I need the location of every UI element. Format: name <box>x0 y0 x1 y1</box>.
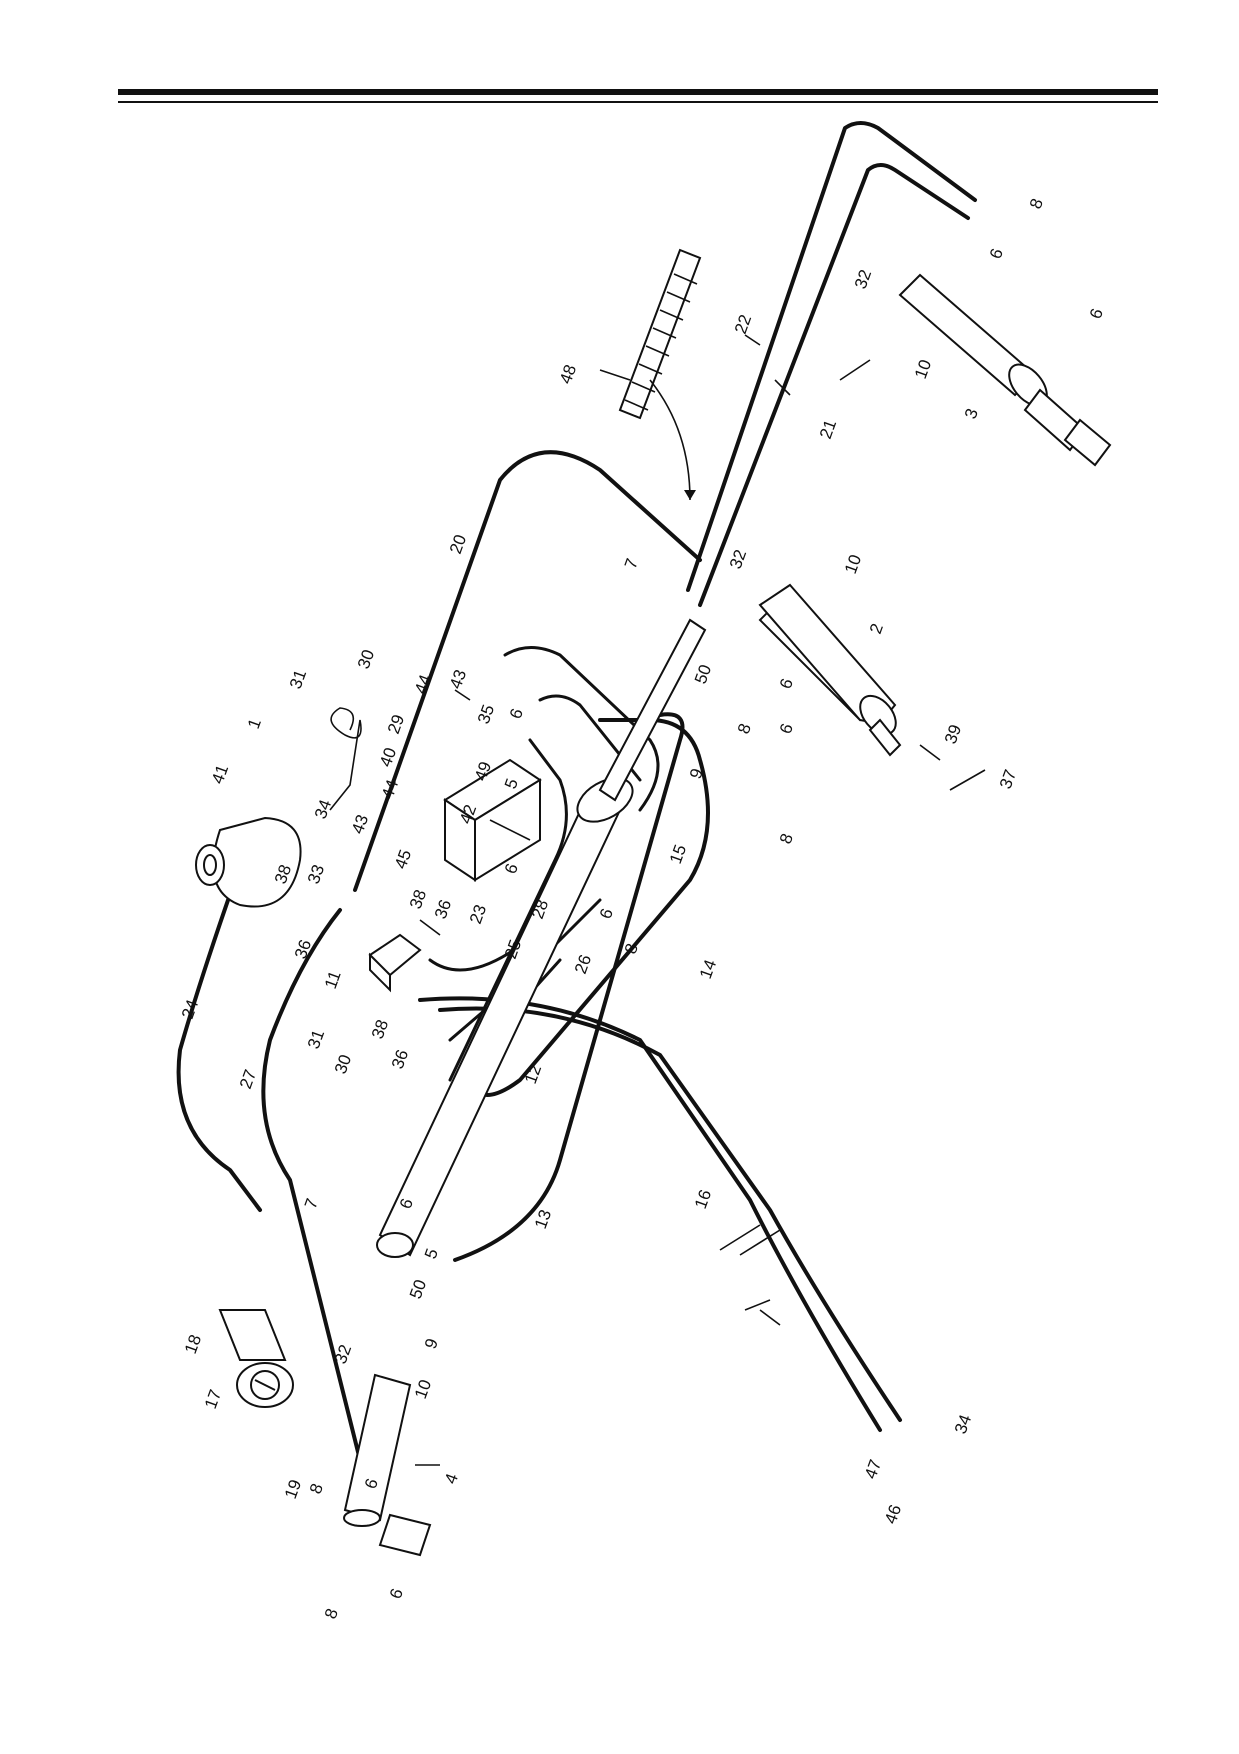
leader-lines <box>415 334 986 1466</box>
callout-39: 39 <box>941 722 965 746</box>
callout-6: 6 <box>776 721 797 736</box>
callout-6: 6 <box>506 706 527 721</box>
callout-43: 43 <box>348 812 372 836</box>
central-tube <box>376 618 707 1258</box>
callout-45: 45 <box>391 847 415 871</box>
callout-10: 10 <box>841 552 865 576</box>
callout-10: 10 <box>911 357 935 381</box>
callout-40: 40 <box>376 745 400 769</box>
callout-8: 8 <box>734 721 755 736</box>
callout-29: 29 <box>384 712 408 736</box>
hose-21-22 <box>686 121 977 607</box>
callout-23: 23 <box>466 902 490 926</box>
callout-6: 6 <box>986 246 1007 261</box>
callout-41: 41 <box>208 762 232 786</box>
callout-7: 7 <box>301 1196 322 1211</box>
tube-1 <box>329 707 362 811</box>
callout-50: 50 <box>406 1277 430 1301</box>
hose-20 <box>353 450 702 892</box>
callout-14: 14 <box>696 957 720 981</box>
header-rule <box>118 89 1158 103</box>
hose-12-15 <box>448 646 660 1082</box>
callout-31: 31 <box>286 667 310 691</box>
callout-6: 6 <box>1086 306 1107 321</box>
callout-46: 46 <box>881 1502 905 1526</box>
callout-27: 27 <box>236 1067 260 1091</box>
callout-2: 2 <box>866 621 887 636</box>
callout-16: 16 <box>691 1187 715 1211</box>
spiral-guard-48 <box>618 248 702 501</box>
callout-7: 7 <box>621 556 642 571</box>
callout-19: 19 <box>281 1477 305 1501</box>
callout-34: 34 <box>311 797 335 821</box>
callout-44: 44 <box>378 777 402 801</box>
callout-6: 6 <box>386 1586 407 1601</box>
hose-27 <box>261 908 362 1462</box>
accumulator-41 <box>195 816 302 908</box>
callout-6: 6 <box>501 861 522 876</box>
callout-26: 26 <box>571 952 595 976</box>
callout-11: 11 <box>321 968 345 991</box>
callout-5: 5 <box>421 1246 442 1261</box>
callout-9: 9 <box>421 1336 442 1351</box>
callout-15: 15 <box>666 842 690 866</box>
callout-8: 8 <box>776 831 797 846</box>
callout-22: 22 <box>731 312 755 336</box>
cylinder-2 <box>758 583 902 757</box>
callout-34: 34 <box>951 1412 975 1436</box>
callout-31: 31 <box>304 1027 328 1051</box>
callout-38: 38 <box>406 887 430 911</box>
callout-35: 35 <box>474 702 498 726</box>
callout-1: 1 <box>244 716 265 731</box>
callout-18: 18 <box>181 1332 205 1356</box>
callout-21: 21 <box>816 417 840 441</box>
callout-8: 8 <box>306 1481 327 1496</box>
hose-13 <box>453 712 685 1262</box>
valve-11 <box>368 933 422 993</box>
callout-38: 38 <box>368 1017 392 1041</box>
callout-10: 10 <box>411 1377 435 1401</box>
callout-30: 30 <box>331 1052 355 1076</box>
callout-32: 32 <box>726 547 750 571</box>
callout-6: 6 <box>776 676 797 691</box>
callout-50: 50 <box>691 662 715 686</box>
cylinder-3 <box>898 273 1112 467</box>
callout-30: 30 <box>354 647 378 671</box>
callout-24: 24 <box>178 997 202 1021</box>
callout-32: 32 <box>851 267 875 291</box>
callout-8: 8 <box>1026 196 1047 211</box>
callout-20: 20 <box>446 532 470 556</box>
valve-block-23 <box>443 758 542 882</box>
gauge-17 <box>218 1309 294 1408</box>
callout-48: 48 <box>556 362 580 386</box>
cylinder-4 <box>343 1373 432 1557</box>
callout-17: 17 <box>201 1387 225 1411</box>
callout-36: 36 <box>431 897 455 921</box>
callout-3: 3 <box>961 406 982 421</box>
callout-47: 47 <box>861 1457 885 1481</box>
callout-37: 37 <box>996 767 1020 791</box>
callout-36: 36 <box>388 1047 412 1071</box>
callout-4: 4 <box>441 1471 462 1486</box>
callout-33: 33 <box>304 862 328 886</box>
callout-12: 12 <box>521 1062 545 1086</box>
hose-24 <box>176 878 262 1212</box>
callout-43: 43 <box>446 667 470 691</box>
callout-6: 6 <box>596 906 617 921</box>
callout-36: 36 <box>291 937 315 961</box>
callout-8: 8 <box>321 1606 342 1621</box>
